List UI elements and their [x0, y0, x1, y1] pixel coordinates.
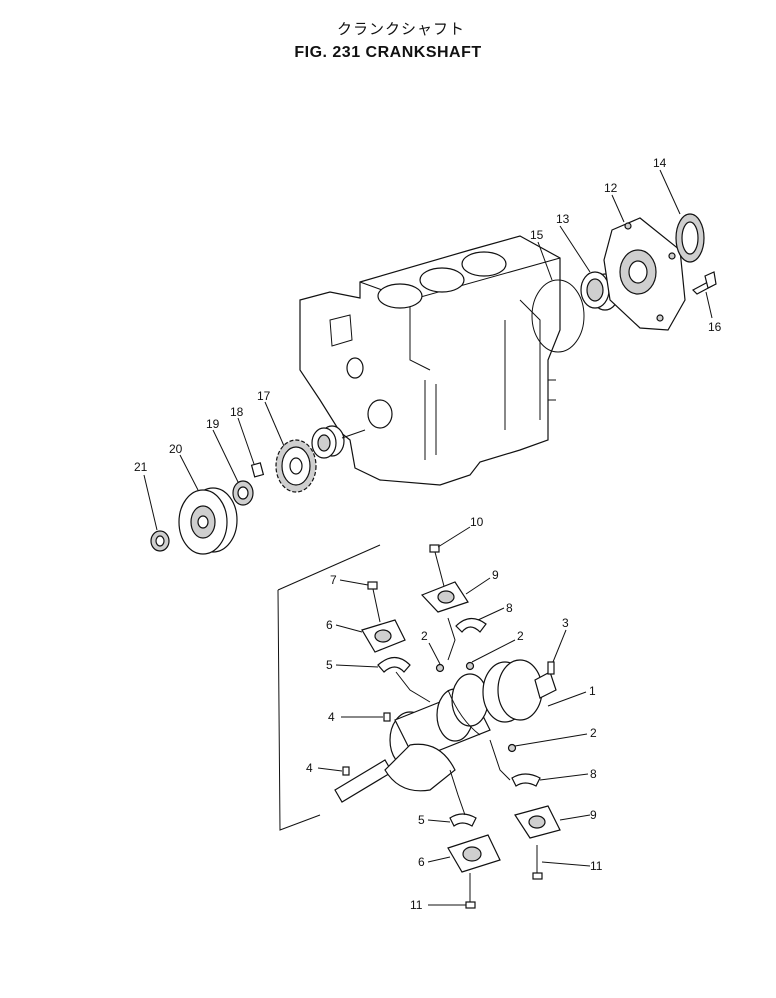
callout-labels: 1 2 2 2 3 4 4 5 5 6 6 7 8 8 9 9 10 11 11… — [134, 156, 722, 912]
part-9-bearing-cap-lower — [514, 805, 561, 839]
callout-18: 18 — [230, 405, 244, 419]
part-4-pins — [342, 712, 391, 776]
figure-title: FIG. 231 CRANKSHAFT — [294, 44, 482, 61]
part-2-plugs — [435, 661, 517, 753]
callout-17: 17 — [257, 389, 271, 403]
part-19-collar — [232, 480, 254, 506]
part-5-bearing-upper — [377, 656, 411, 673]
callout-9a: 9 — [492, 568, 499, 582]
callout-11a: 11 — [590, 859, 603, 873]
part-20-pulley — [178, 487, 238, 555]
leader-lines — [143, 169, 713, 906]
engine-block — [299, 235, 561, 486]
callout-7: 7 — [330, 573, 337, 587]
callout-2c: 2 — [590, 726, 597, 740]
part-7-bolt — [367, 581, 381, 623]
callout-20: 20 — [169, 442, 183, 456]
part-8-bearing-lower — [511, 773, 541, 787]
part-6-bearing-cap-lower — [447, 834, 501, 873]
callout-11b: 11 — [410, 898, 423, 912]
callout-2b: 2 — [517, 629, 524, 643]
front-bushing — [311, 425, 366, 459]
callout-5b: 5 — [418, 813, 425, 827]
callout-8b: 8 — [590, 767, 597, 781]
callout-4a: 4 — [328, 710, 335, 724]
title-japanese: クランクシャフト — [336, 20, 465, 38]
callout-6a: 6 — [326, 618, 333, 632]
callout-1: 1 — [589, 684, 596, 698]
part-10-bolt — [429, 544, 446, 591]
callout-21: 21 — [134, 460, 148, 474]
callout-3: 3 — [562, 616, 569, 630]
part-6-bearing-cap-upper — [361, 619, 406, 653]
assembly-guide-lines — [277, 544, 511, 831]
callout-16: 16 — [708, 320, 722, 334]
callout-2a: 2 — [421, 629, 428, 643]
part-17-crank-gear — [275, 439, 317, 493]
part-14-oil-seal — [675, 213, 705, 263]
part-9-bearing-cap-upper — [420, 581, 469, 613]
part-3-pin — [547, 661, 555, 675]
callout-15: 15 — [530, 228, 544, 242]
part-18-key — [250, 462, 265, 478]
callout-4b: 4 — [306, 761, 313, 775]
callout-5a: 5 — [326, 658, 333, 672]
callout-9b: 9 — [590, 808, 597, 822]
part-12-rear-housing — [603, 217, 686, 331]
part-16-bolt — [692, 271, 717, 295]
part-8-bearing-upper — [455, 617, 487, 633]
callout-6b: 6 — [418, 855, 425, 869]
part-5-bearing-lower — [449, 813, 477, 827]
callout-10: 10 — [470, 515, 484, 529]
callout-8a: 8 — [506, 601, 513, 615]
callout-14: 14 — [653, 156, 667, 170]
part-15-o-ring — [531, 279, 585, 353]
part-1-crankshaft — [334, 659, 557, 803]
callout-19: 19 — [206, 417, 220, 431]
part-21-nut — [150, 530, 170, 552]
callout-12: 12 — [604, 181, 618, 195]
callout-13: 13 — [556, 212, 570, 226]
